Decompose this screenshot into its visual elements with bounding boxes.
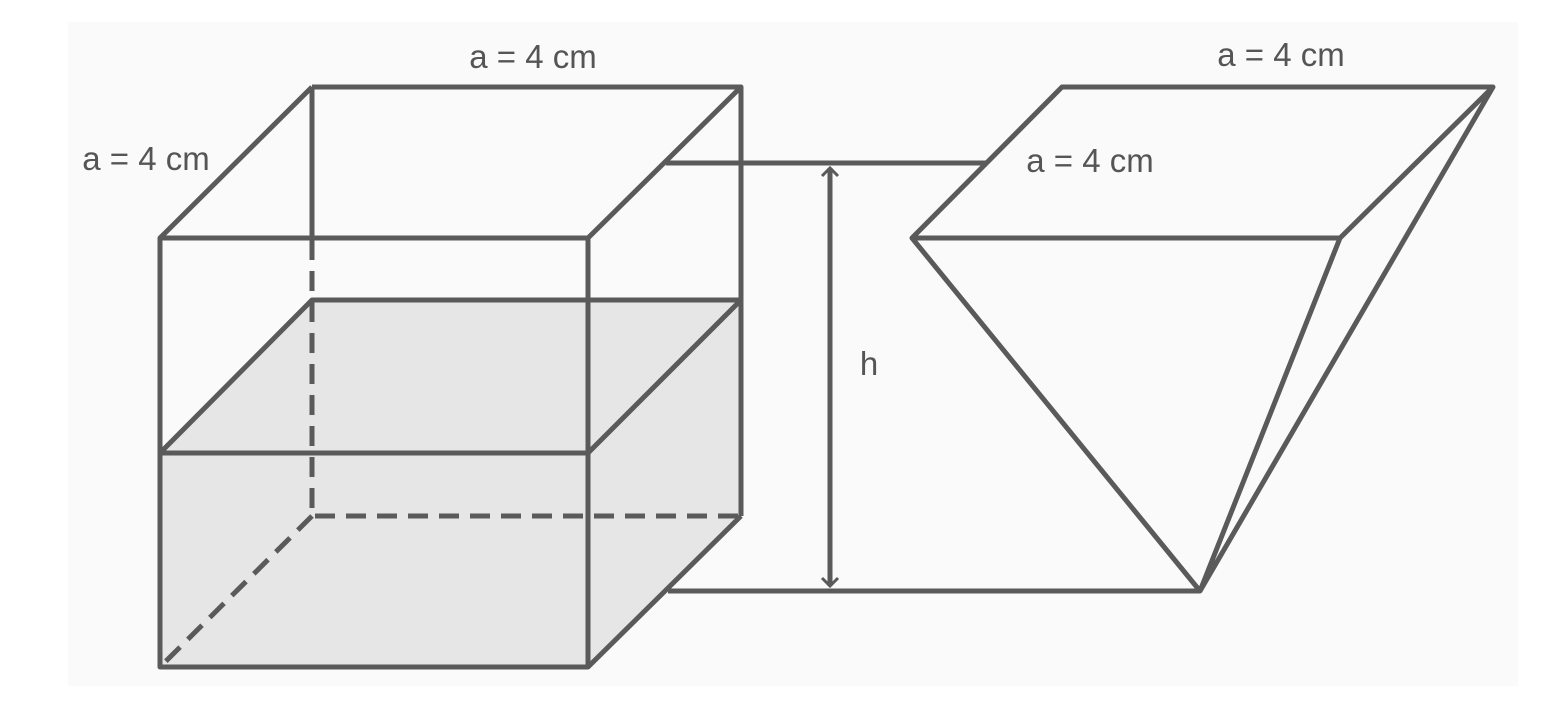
cube-top-edge-label: a = 4 cm <box>469 38 596 75</box>
water-volume <box>160 300 741 667</box>
water-surface <box>160 300 741 453</box>
pyramid-top-edge-label: a = 4 cm <box>1217 36 1344 73</box>
water-level-edges <box>158 297 744 456</box>
cube-hidden-edges <box>158 240 741 669</box>
cube <box>157 84 744 670</box>
cube-left-edge-label: a = 4 cm <box>82 140 209 177</box>
pyramid-side-edge-label: a = 4 cm <box>1026 142 1153 179</box>
water-front-face <box>160 453 588 667</box>
height-guides <box>666 160 1200 594</box>
height-label: h <box>860 345 878 382</box>
cube-top-side-edges <box>158 85 743 240</box>
cube-bottom-right-edge <box>586 514 743 669</box>
pyramid-lateral-edges <box>910 85 1496 594</box>
inverted-pyramid <box>909 84 1496 594</box>
water-side-face <box>588 300 741 667</box>
